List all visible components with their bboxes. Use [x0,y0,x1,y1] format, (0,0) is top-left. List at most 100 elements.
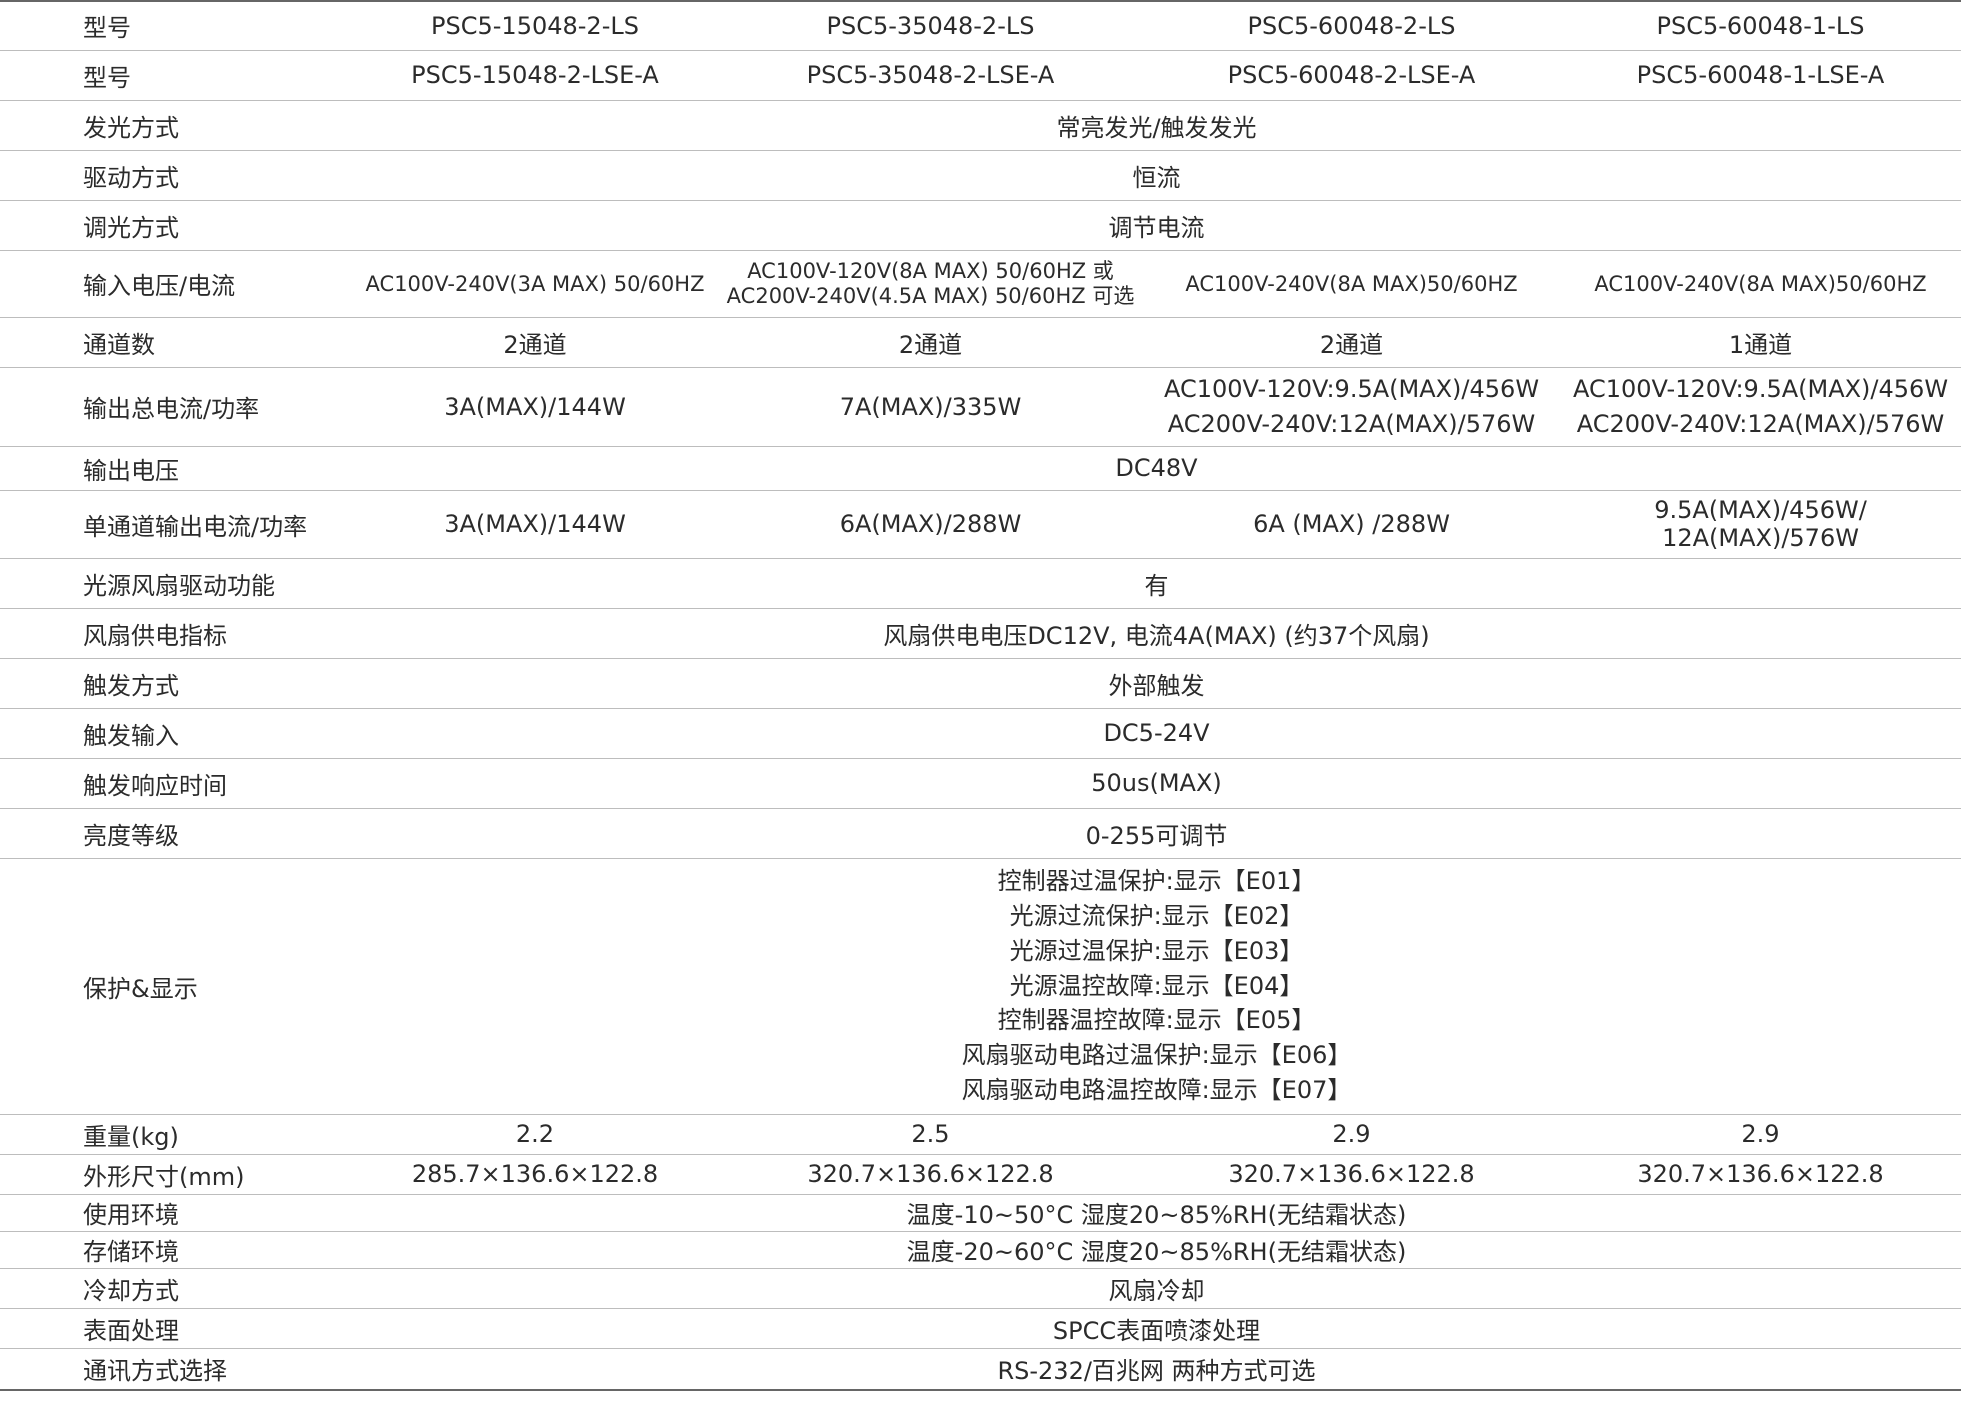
row-value: AC100V-240V(8A MAX)50/60HZ [1143,250,1560,318]
table-row: 存储环境 温度-20~60°C 湿度20~85%RH(无结霜状态) [0,1231,1961,1269]
table-row: 使用环境 温度-10~50°C 湿度20~85%RH(无结霜状态) [0,1194,1961,1232]
table-row: 调光方式 调节电流 [0,200,1961,251]
row-value-text: AC100V-120V(8A MAX) 50/60HZ 或 AC200V-240… [726,258,1135,308]
table-row: 输出总电流/功率 3A(MAX)/144W 7A(MAX)/335W AC100… [0,367,1961,447]
row-label: 重量(kg) [0,1114,352,1155]
table-row: 通讯方式选择 RS-232/百兆网 两种方式可选 [0,1348,1961,1391]
row-label: 存储环境 [0,1231,352,1269]
row-value: 3A(MAX)/144W [352,490,718,559]
row-value: 50us(MAX) [352,758,1961,809]
row-value: AC100V-120V(8A MAX) 50/60HZ 或 AC200V-240… [718,250,1143,318]
table-row: 风扇供电指标 风扇供电电压DC12V, 电流4A(MAX) (约37个风扇) [0,608,1961,659]
row-value: 2.9 [1143,1114,1560,1155]
row-value: 温度-10~50°C 湿度20~85%RH(无结霜状态) [352,1194,1961,1232]
row-label: 驱动方式 [0,150,352,201]
row-label: 型号 [0,50,352,101]
model-cell: PSC5-60048-2-LSE-A [1143,50,1560,101]
table-row: 外形尺寸(mm) 285.7×136.6×122.8 320.7×136.6×1… [0,1154,1961,1195]
row-value: 0-255可调节 [352,808,1961,859]
table-row: 驱动方式 恒流 [0,150,1961,201]
row-value: 风扇冷却 [352,1268,1961,1309]
table-row: 亮度等级 0-255可调节 [0,808,1961,859]
table-row: 表面处理 SPCC表面喷漆处理 [0,1308,1961,1349]
row-label: 型号 [0,0,352,51]
row-value: AC100V-240V(8A MAX)50/60HZ [1560,250,1961,318]
row-value: 调节电流 [352,200,1961,251]
row-label: 输出总电流/功率 [0,367,352,447]
table-row: 单通道输出电流/功率 3A(MAX)/144W 6A(MAX)/288W 6A … [0,490,1961,559]
row-value: 风扇供电电压DC12V, 电流4A(MAX) (约37个风扇) [352,608,1961,659]
table-row: 冷却方式 风扇冷却 [0,1268,1961,1309]
row-value: 1通道 [1560,317,1961,368]
table-row: 通道数 2通道 2通道 2通道 1通道 [0,317,1961,368]
row-value: 320.7×136.6×122.8 [718,1154,1143,1195]
row-value: 9.5A(MAX)/456W/ 12A(MAX)/576W [1560,490,1961,559]
row-value-text: AC100V-120V:9.5A(MAX)/456W AC200V-240V:1… [1572,374,1949,438]
row-label: 冷却方式 [0,1268,352,1309]
row-value: RS-232/百兆网 两种方式可选 [352,1348,1961,1391]
row-value: SPCC表面喷漆处理 [352,1308,1961,1349]
row-label: 表面处理 [0,1308,352,1349]
row-value: DC5-24V [352,708,1961,759]
row-value: AC100V-240V(3A MAX) 50/60HZ [352,250,718,318]
row-label: 触发方式 [0,658,352,709]
row-label: 通道数 [0,317,352,368]
row-value: 2通道 [718,317,1143,368]
table-row: 触发输入 DC5-24V [0,708,1961,759]
table-row-model-lse: 型号 PSC5-15048-2-LSE-A PSC5-35048-2-LSE-A… [0,50,1961,101]
row-label: 单通道输出电流/功率 [0,490,352,559]
row-label: 发光方式 [0,100,352,151]
row-label: 亮度等级 [0,808,352,859]
row-value: 有 [352,558,1961,609]
model-cell: PSC5-60048-1-LS [1560,0,1961,51]
row-value: 2通道 [352,317,718,368]
model-cell: PSC5-15048-2-LS [352,0,718,51]
row-label: 风扇供电指标 [0,608,352,659]
table-row: 输出电压 DC48V [0,446,1961,491]
row-value: 320.7×136.6×122.8 [1143,1154,1560,1195]
row-value: 恒流 [352,150,1961,201]
table-row: 发光方式 常亮发光/触发发光 [0,100,1961,151]
table-row-model-ls: 型号 PSC5-15048-2-LS PSC5-35048-2-LS PSC5-… [0,0,1961,51]
row-value: 285.7×136.6×122.8 [352,1154,718,1195]
row-label: 输入电压/电流 [0,250,352,318]
model-cell: PSC5-35048-2-LS [718,0,1143,51]
row-value: 常亮发光/触发发光 [352,100,1961,151]
row-value: 温度-20~60°C 湿度20~85%RH(无结霜状态) [352,1231,1961,1269]
row-value-text: AC100V-120V:9.5A(MAX)/456W AC200V-240V:1… [1163,374,1540,438]
row-value: 3A(MAX)/144W [352,367,718,447]
model-cell: PSC5-60048-1-LSE-A [1560,50,1961,101]
row-value: DC48V [352,446,1961,491]
table-row: 输入电压/电流 AC100V-240V(3A MAX) 50/60HZ AC10… [0,250,1961,318]
row-value: 6A (MAX) /288W [1143,490,1560,559]
row-value: 2.2 [352,1114,718,1155]
row-label: 光源风扇驱动功能 [0,558,352,609]
row-value: 6A(MAX)/288W [718,490,1143,559]
row-value: 2通道 [1143,317,1560,368]
table-row: 重量(kg) 2.2 2.5 2.9 2.9 [0,1114,1961,1155]
row-value: 7A(MAX)/335W [718,367,1143,447]
table-row: 光源风扇驱动功能 有 [0,558,1961,609]
model-cell: PSC5-35048-2-LSE-A [718,50,1143,101]
row-label: 调光方式 [0,200,352,251]
row-label: 通讯方式选择 [0,1348,352,1391]
row-label: 外形尺寸(mm) [0,1154,352,1195]
row-label: 触发输入 [0,708,352,759]
row-value-text: 9.5A(MAX)/456W/ 12A(MAX)/576W [1654,495,1867,552]
row-value: 2.5 [718,1114,1143,1155]
row-value-text: 控制器过温保护:显示【E01】 光源过流保护:显示【E02】 光源过温保护:显示… [961,867,1352,1104]
model-cell: PSC5-15048-2-LSE-A [352,50,718,101]
table-row: 保护&显示 控制器过温保护:显示【E01】 光源过流保护:显示【E02】 光源过… [0,858,1961,1115]
row-label: 输出电压 [0,446,352,491]
row-label: 保护&显示 [0,858,352,1115]
row-label: 使用环境 [0,1194,352,1232]
row-value: 2.9 [1560,1114,1961,1155]
row-value: 320.7×136.6×122.8 [1560,1154,1961,1195]
table-row: 触发响应时间 50us(MAX) [0,758,1961,809]
row-value: AC100V-120V:9.5A(MAX)/456W AC200V-240V:1… [1143,367,1560,447]
model-cell: PSC5-60048-2-LS [1143,0,1560,51]
row-value: 外部触发 [352,658,1961,709]
row-label: 触发响应时间 [0,758,352,809]
